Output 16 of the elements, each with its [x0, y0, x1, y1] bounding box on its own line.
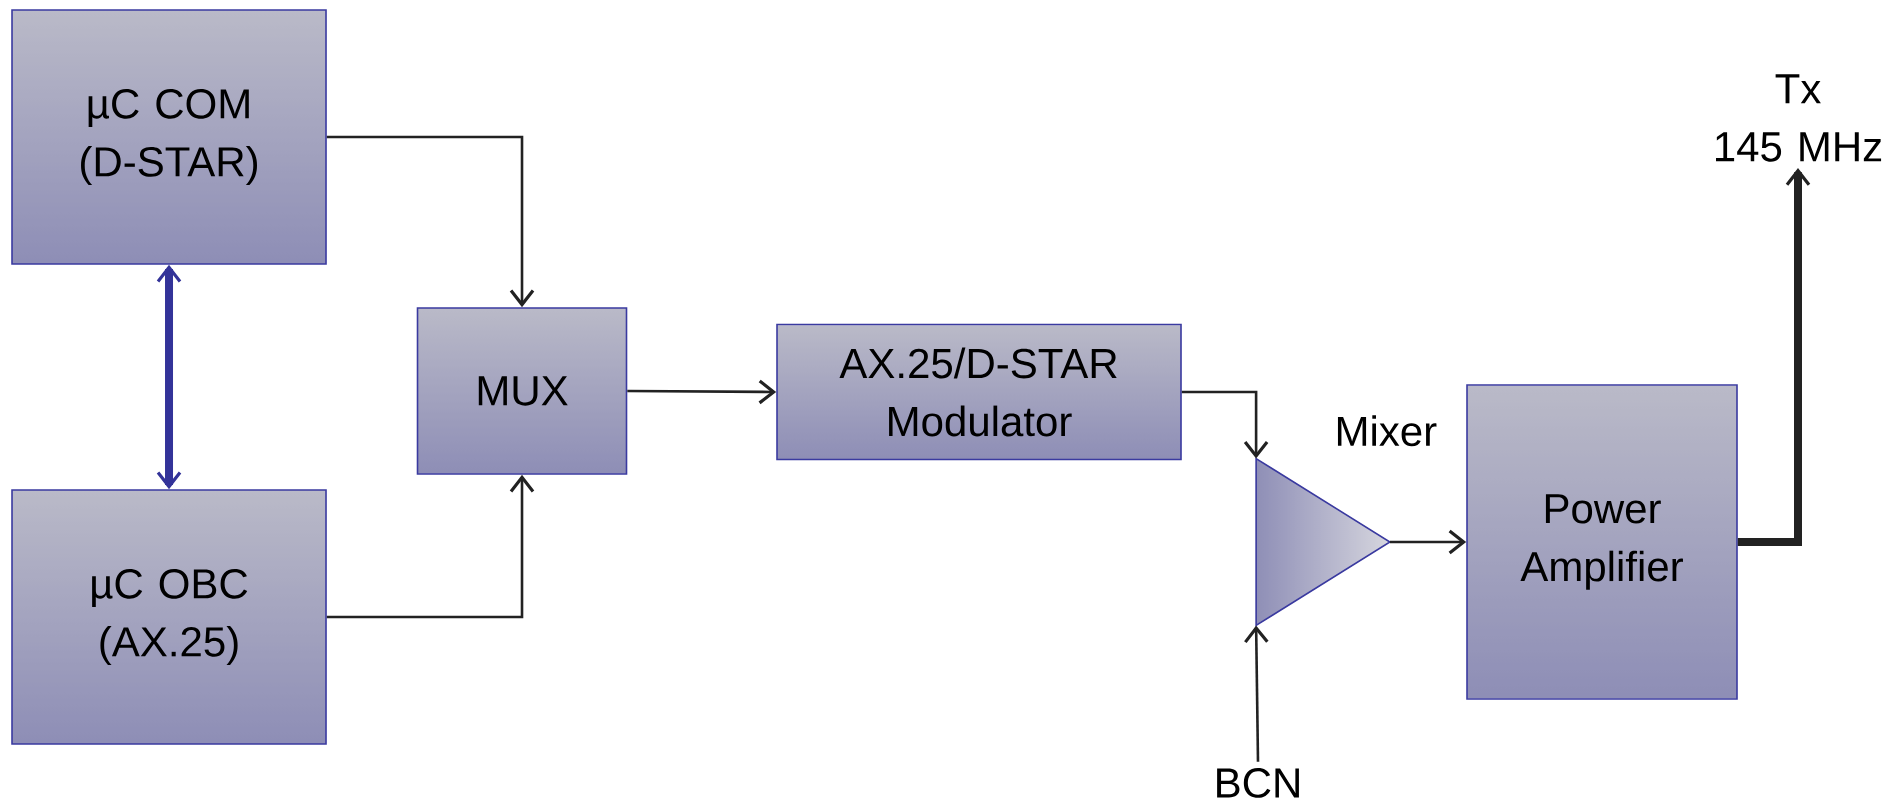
- arrow: [326, 135, 535, 308]
- arrow: [156, 264, 182, 490]
- arrow: [1181, 390, 1269, 459]
- process-box: Power Amplifier: [1466, 384, 1738, 700]
- process-box: µC COM (D-STAR): [11, 9, 327, 265]
- mixer-triangle: [1255, 457, 1392, 627]
- node-caption: Mixer: [1337, 415, 1437, 447]
- signal-label: Tx 145 MHz: [1716, 74, 1882, 162]
- signal-label: BCN: [1217, 768, 1299, 798]
- process-box: µC OBC (AX.25): [11, 489, 327, 745]
- arrow: [1389, 529, 1467, 555]
- arrow: [326, 474, 535, 619]
- process-box: MUX: [416, 307, 628, 475]
- process-box: AX.25/D-STAR Modulator: [776, 323, 1182, 461]
- arrow: [627, 379, 777, 405]
- arrow: [1244, 625, 1269, 762]
